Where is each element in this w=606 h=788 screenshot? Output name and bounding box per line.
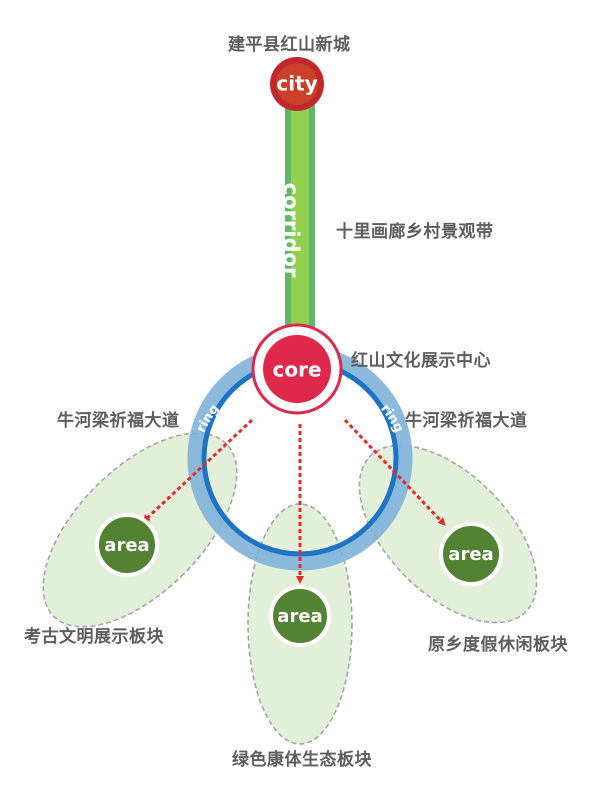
area-left-label: 考古文明展示板块 [24, 627, 164, 647]
road-right-label: 牛河梁祈福大道 [405, 411, 528, 431]
area-node-left [95, 513, 159, 577]
corridor-node-text: corridor [279, 183, 303, 278]
area-left-node-text: area [104, 535, 149, 556]
core-node-text: core [272, 358, 321, 382]
area-center-node-text: area [277, 606, 322, 627]
area-right-node-text: area [448, 544, 493, 565]
city-node-text: city [276, 72, 317, 96]
arrow-to-area-left [142, 418, 254, 523]
core-label: 红山文化展示中心 [351, 351, 491, 371]
area-right-label: 原乡度假休闲板块 [428, 635, 568, 655]
core-node [263, 335, 331, 403]
city-label: 建平县红山新城 [228, 35, 351, 55]
arrow-to-area-right [343, 418, 446, 526]
area-node-center [269, 585, 331, 647]
area-center-label: 绿色康体生态板块 [232, 750, 372, 770]
corridor-label: 十里画廊乡村景观带 [336, 222, 494, 242]
area-node-right [439, 522, 503, 586]
road-left-label: 牛河梁祈福大道 [57, 411, 180, 431]
